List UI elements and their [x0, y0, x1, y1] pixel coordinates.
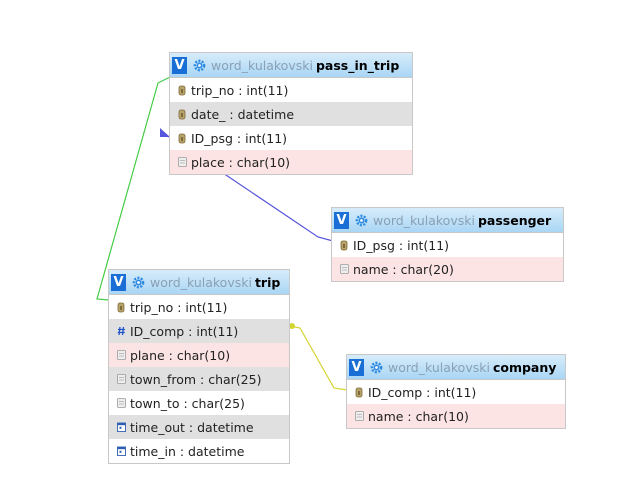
calendar-icon	[116, 445, 126, 457]
column-icon	[177, 156, 187, 168]
column-label: ID_psg : int(11)	[191, 130, 288, 146]
toggle-columns-button[interactable]: V	[349, 358, 364, 376]
column-label: town_from : char(25)	[130, 371, 262, 387]
column-label: trip_no : int(11)	[130, 299, 228, 315]
key-icon	[177, 132, 187, 144]
column-row[interactable]: plane : char(10)	[109, 343, 289, 367]
column-label: place : char(10)	[191, 154, 291, 170]
column-row[interactable]: ID_comp : int(11)	[109, 319, 289, 343]
key-icon	[339, 239, 349, 251]
column-label: ID_comp : int(11)	[130, 323, 239, 339]
relation-endpoint-id-comp	[289, 323, 295, 329]
column-row[interactable]: date_ : datetime	[170, 102, 412, 126]
column-label: time_out : datetime	[130, 419, 254, 435]
column-row[interactable]: trip_no : int(11)	[170, 78, 412, 102]
toggle-columns-button[interactable]: V	[111, 273, 126, 291]
database-name: word_kulakovski	[388, 359, 490, 375]
column-label: time_in : datetime	[130, 443, 245, 459]
calendar-icon	[116, 421, 126, 433]
column-row[interactable]: place : char(10)	[170, 150, 412, 174]
toggle-columns-button[interactable]: V	[334, 211, 349, 229]
column-icon	[116, 397, 126, 409]
gear-icon[interactable]	[192, 58, 206, 72]
column-label: ID_comp : int(11)	[368, 384, 477, 400]
column-label: plane : char(10)	[130, 347, 231, 363]
column-row[interactable]: time_in : datetime	[109, 439, 289, 463]
key-icon	[116, 301, 126, 313]
column-row[interactable]: ID_comp : int(11)	[347, 380, 565, 404]
column-label: ID_psg : int(11)	[353, 237, 450, 253]
column-label: trip_no : int(11)	[191, 82, 289, 98]
column-row[interactable]: time_out : datetime	[109, 415, 289, 439]
column-icon	[116, 373, 126, 385]
hash-icon	[116, 325, 126, 337]
column-label: date_ : datetime	[191, 106, 295, 122]
column-row[interactable]: name : char(20)	[332, 257, 563, 281]
database-name: word_kulakovski	[150, 274, 252, 290]
table-name: pass_in_trip	[315, 57, 400, 73]
relation-arrow-id-psg	[160, 128, 170, 137]
key-icon	[177, 108, 187, 120]
key-icon	[354, 386, 364, 398]
column-icon	[339, 263, 349, 275]
column-row[interactable]: name : char(10)	[347, 404, 565, 428]
column-label: name : char(20)	[353, 261, 454, 277]
column-row[interactable]: ID_psg : int(11)	[170, 126, 412, 150]
column-row[interactable]: trip_no : int(11)	[109, 295, 289, 319]
column-icon	[354, 410, 364, 422]
database-name: word_kulakovski	[211, 57, 313, 73]
gear-icon[interactable]	[369, 360, 383, 374]
column-label: name : char(10)	[368, 408, 469, 424]
toggle-columns-button[interactable]: V	[172, 56, 187, 74]
database-name: word_kulakovski	[373, 212, 475, 228]
relation-line-trip-no	[96, 76, 171, 301]
table-name: company	[492, 359, 557, 375]
relation-line-id-comp	[289, 325, 348, 391]
gear-icon[interactable]	[354, 213, 368, 227]
column-label: town_to : char(25)	[130, 395, 245, 411]
table-name: passenger	[477, 212, 552, 228]
gear-icon[interactable]	[131, 275, 145, 289]
column-row[interactable]: town_to : char(25)	[109, 391, 289, 415]
column-row[interactable]: town_from : char(25)	[109, 367, 289, 391]
key-icon	[177, 84, 187, 96]
table-name: trip	[254, 274, 281, 290]
column-icon	[116, 349, 126, 361]
column-row[interactable]: ID_psg : int(11)	[332, 233, 563, 257]
